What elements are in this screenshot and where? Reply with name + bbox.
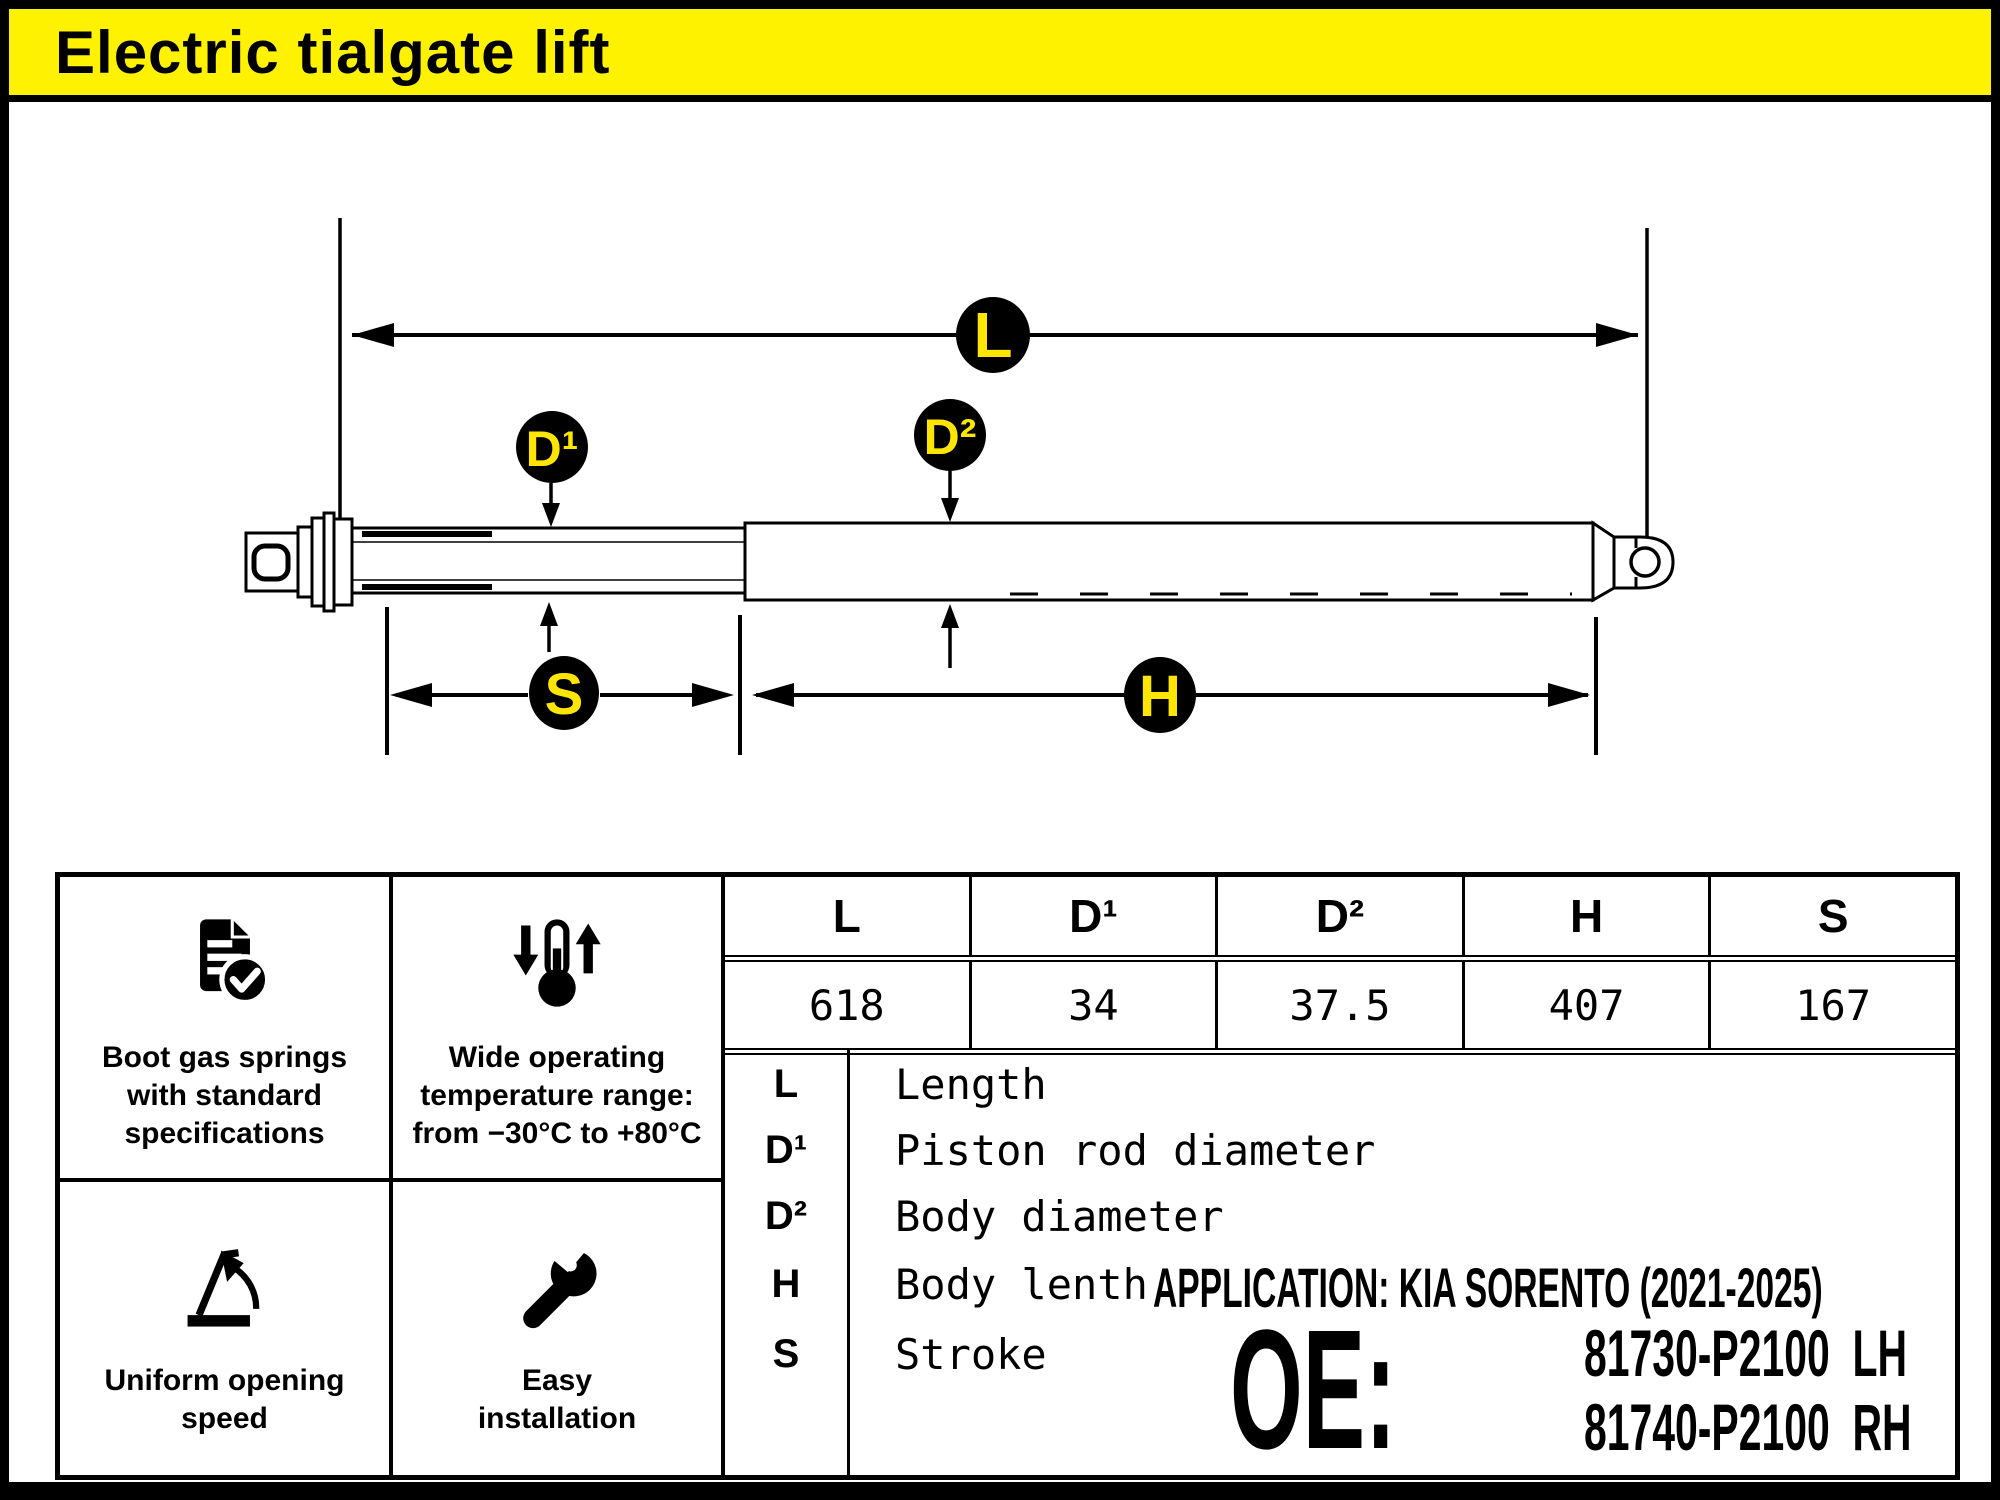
legend-symbol: L xyxy=(773,1061,799,1106)
oe-part-number-rh: 81740-P2100 RH xyxy=(1584,1390,1912,1464)
legend-row: D² Body diameter xyxy=(725,1186,1955,1246)
h-badge-label: H xyxy=(1139,664,1181,729)
dimension-S: S xyxy=(385,607,742,755)
legend-row: H Body lenth xyxy=(725,1254,1955,1314)
feature-cell-temperature: Wide operating temperature range: from −… xyxy=(393,877,721,1182)
gas-spring-drawing xyxy=(244,511,1675,613)
dimension-diagram: L D¹ D² xyxy=(244,218,1675,755)
spec-value: 37.5 xyxy=(1215,962,1462,1048)
oe-label: OE: xyxy=(1230,1295,1397,1485)
feature-cell-uniform-speed: Uniform opening speed xyxy=(60,1182,393,1475)
document-check-icon xyxy=(199,919,270,1006)
feature-grid: Boot gas springs with standard specifica… xyxy=(60,877,725,1475)
s-badge-label: S xyxy=(545,662,584,727)
feature-cell-easy-installation: Easy installation xyxy=(393,1182,721,1475)
legend-row: L Length xyxy=(725,1054,1955,1114)
d1-badge-label: D¹ xyxy=(526,421,579,477)
legend-description: Body lenth xyxy=(895,1259,1148,1309)
application-text: APPLICATION: KIA SORENTO (2021-2025) xyxy=(1153,1256,1823,1319)
d2-badge-label: D² xyxy=(924,409,977,465)
spec-col-header: D² xyxy=(1215,877,1462,955)
spec-col-header: H xyxy=(1461,877,1709,955)
l-badge-label: L xyxy=(973,299,1012,371)
piston-rod xyxy=(350,526,747,595)
legend-row: S Stroke xyxy=(725,1324,1955,1384)
oe-part-number-lh: 81730-P2100 LH xyxy=(1584,1316,1908,1390)
feature-cell-specifications: Boot gas springs with standard specifica… xyxy=(60,877,393,1182)
right-clevis-fitting xyxy=(1591,520,1675,603)
spec-col-header: D¹ xyxy=(968,877,1216,955)
legend-symbol: S xyxy=(772,1331,800,1376)
oe-part-numbers: 81730-P2100 LH 81740-P2100 RH xyxy=(1584,1320,2000,1460)
feature-text: Boot gas springs with standard specifica… xyxy=(101,1041,348,1150)
body-tube xyxy=(743,521,1595,602)
legend-description: Length xyxy=(895,1059,1047,1109)
legend-description: Piston rod diameter xyxy=(895,1125,1376,1175)
spec-values-row: 618 34 37.5 407 167 xyxy=(725,962,1955,1055)
left-eyelet-fitting xyxy=(244,511,354,613)
feature-text: Wide operating temperature range: from −… xyxy=(412,1041,702,1150)
extension-lines xyxy=(338,218,1649,548)
dimension-H: H xyxy=(752,617,1598,755)
legend-section: L Length D¹ Piston rod diameter D² Body … xyxy=(725,1048,1955,1475)
spec-right-section: L D¹ D² H S 618 34 37.5 407 167 L Length xyxy=(725,877,1955,1475)
spec-value: 618 xyxy=(808,980,885,1030)
opening-angle-icon xyxy=(187,1249,259,1327)
spec-value: 407 xyxy=(1461,962,1709,1048)
feature-text: Easy installation xyxy=(477,1364,637,1435)
spec-sheet-table: Boot gas springs with standard specifica… xyxy=(55,872,1960,1480)
dimension-D1: D¹ xyxy=(516,411,588,652)
legend-symbol: D² xyxy=(764,1193,808,1238)
legend-symbol: H xyxy=(771,1261,801,1306)
legend-row: D¹ Piston rod diameter xyxy=(725,1120,1955,1180)
title-banner: Electric tialgate lift xyxy=(9,9,1991,102)
spec-value: 34 xyxy=(968,962,1216,1048)
dimension-L: L xyxy=(352,297,1638,373)
feature-text: Uniform opening speed xyxy=(104,1364,345,1435)
wrench-icon xyxy=(523,1234,597,1329)
spec-col-header: L xyxy=(832,890,861,942)
legend-description: Body diameter xyxy=(895,1191,1224,1241)
legend-description: Stroke xyxy=(895,1329,1047,1379)
legend-symbol: D¹ xyxy=(764,1127,808,1172)
thermometer-range-icon xyxy=(513,919,601,1007)
page-title: Electric tialgate lift xyxy=(55,18,611,86)
spec-col-header: S xyxy=(1708,877,1955,955)
spec-value: 167 xyxy=(1708,962,1955,1048)
dimension-D2: D² xyxy=(914,399,986,668)
oe-block: OE: 81730-P2100 LH 81740-P2100 RH xyxy=(1230,1305,2000,1475)
spec-header-row: L D¹ D² H S xyxy=(725,877,1955,962)
application-line: APPLICATION: KIA SORENTO (2021-2025) xyxy=(1153,1255,2000,1320)
legend-symbol-column xyxy=(725,1048,850,1475)
